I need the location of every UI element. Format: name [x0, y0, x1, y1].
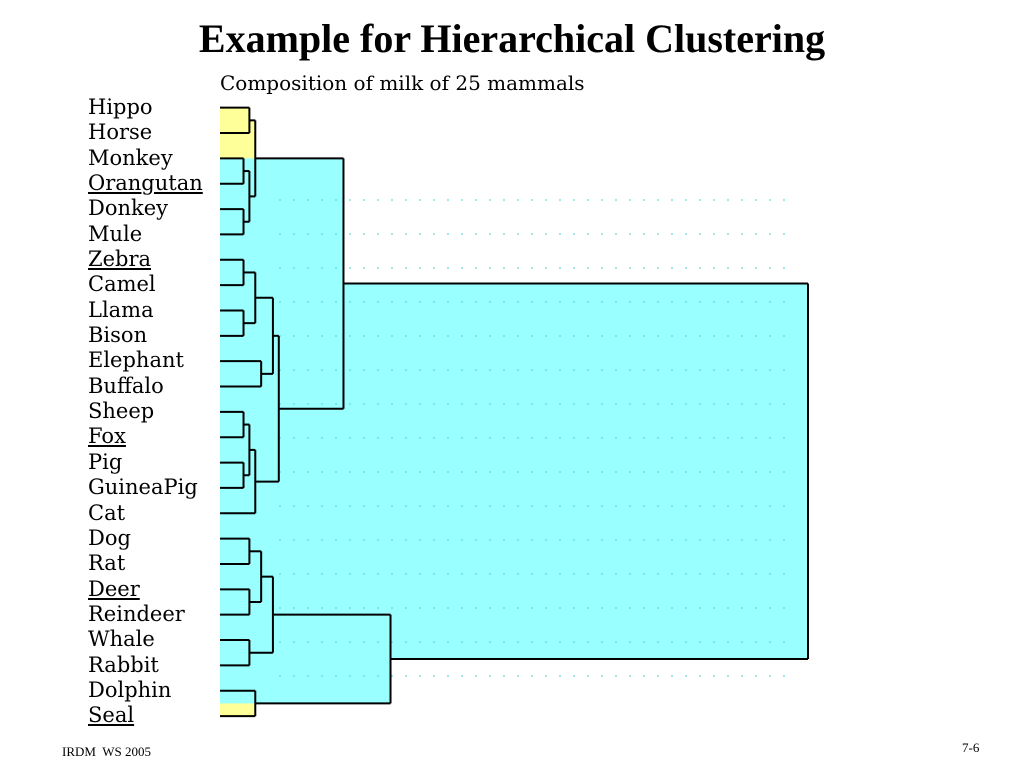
leaf-label-dolphin: Dolphin: [88, 677, 172, 702]
leaf-label-camel: Camel: [88, 272, 156, 297]
cluster-fills: [220, 107, 808, 717]
chart-title: Composition of milk of 25 mammals: [220, 71, 585, 95]
leaf-label-whale: Whale: [88, 627, 155, 652]
leaf-label-donkey: Donkey: [88, 196, 169, 221]
leaf-label-fox: Fox: [88, 424, 126, 449]
leaf-label-buffalo: Buffalo: [88, 373, 164, 398]
leaf-label-rabbit: Rabbit: [88, 652, 159, 677]
leaf-label-reindeer: Reindeer: [88, 601, 185, 626]
cluster-dot-pattern: [279, 199, 785, 677]
cluster-link-n24: [343, 282, 809, 661]
leaf-label-dog: Dog: [88, 525, 131, 550]
leaf-label-bison: Bison: [88, 323, 148, 348]
cluster-fill-n24: [220, 283, 808, 660]
leaf-label-monkey: Monkey: [88, 145, 173, 170]
leaf-label-seal: Seal: [88, 703, 135, 728]
footer-course: IRDM WS 2005: [62, 744, 151, 759]
footer-page-number: 7-6: [962, 740, 980, 755]
cluster-links: [220, 106, 809, 718]
leaf-label-orangutan: Orangutan: [88, 171, 203, 196]
leaf-label-zebra: Zebra: [88, 247, 152, 272]
leaf-label-mule: Mule: [88, 221, 143, 246]
leaf-label-elephant: Elephant: [88, 348, 184, 373]
leaf-label-horse: Horse: [88, 120, 153, 145]
leaf-label-guineapig: GuineaPig: [88, 475, 198, 500]
leaf-label-rat: Rat: [88, 551, 126, 576]
slide-title: Example for Hierarchical Clustering: [198, 16, 826, 61]
leaf-label-deer: Deer: [88, 576, 140, 601]
leaf-label-llama: Llama: [88, 297, 154, 322]
leaf-label-cat: Cat: [88, 500, 126, 525]
leaf-label-sheep: Sheep: [88, 399, 155, 424]
leaf-label-pig: Pig: [88, 449, 123, 474]
leaf-label-hippo: Hippo: [88, 95, 153, 119]
